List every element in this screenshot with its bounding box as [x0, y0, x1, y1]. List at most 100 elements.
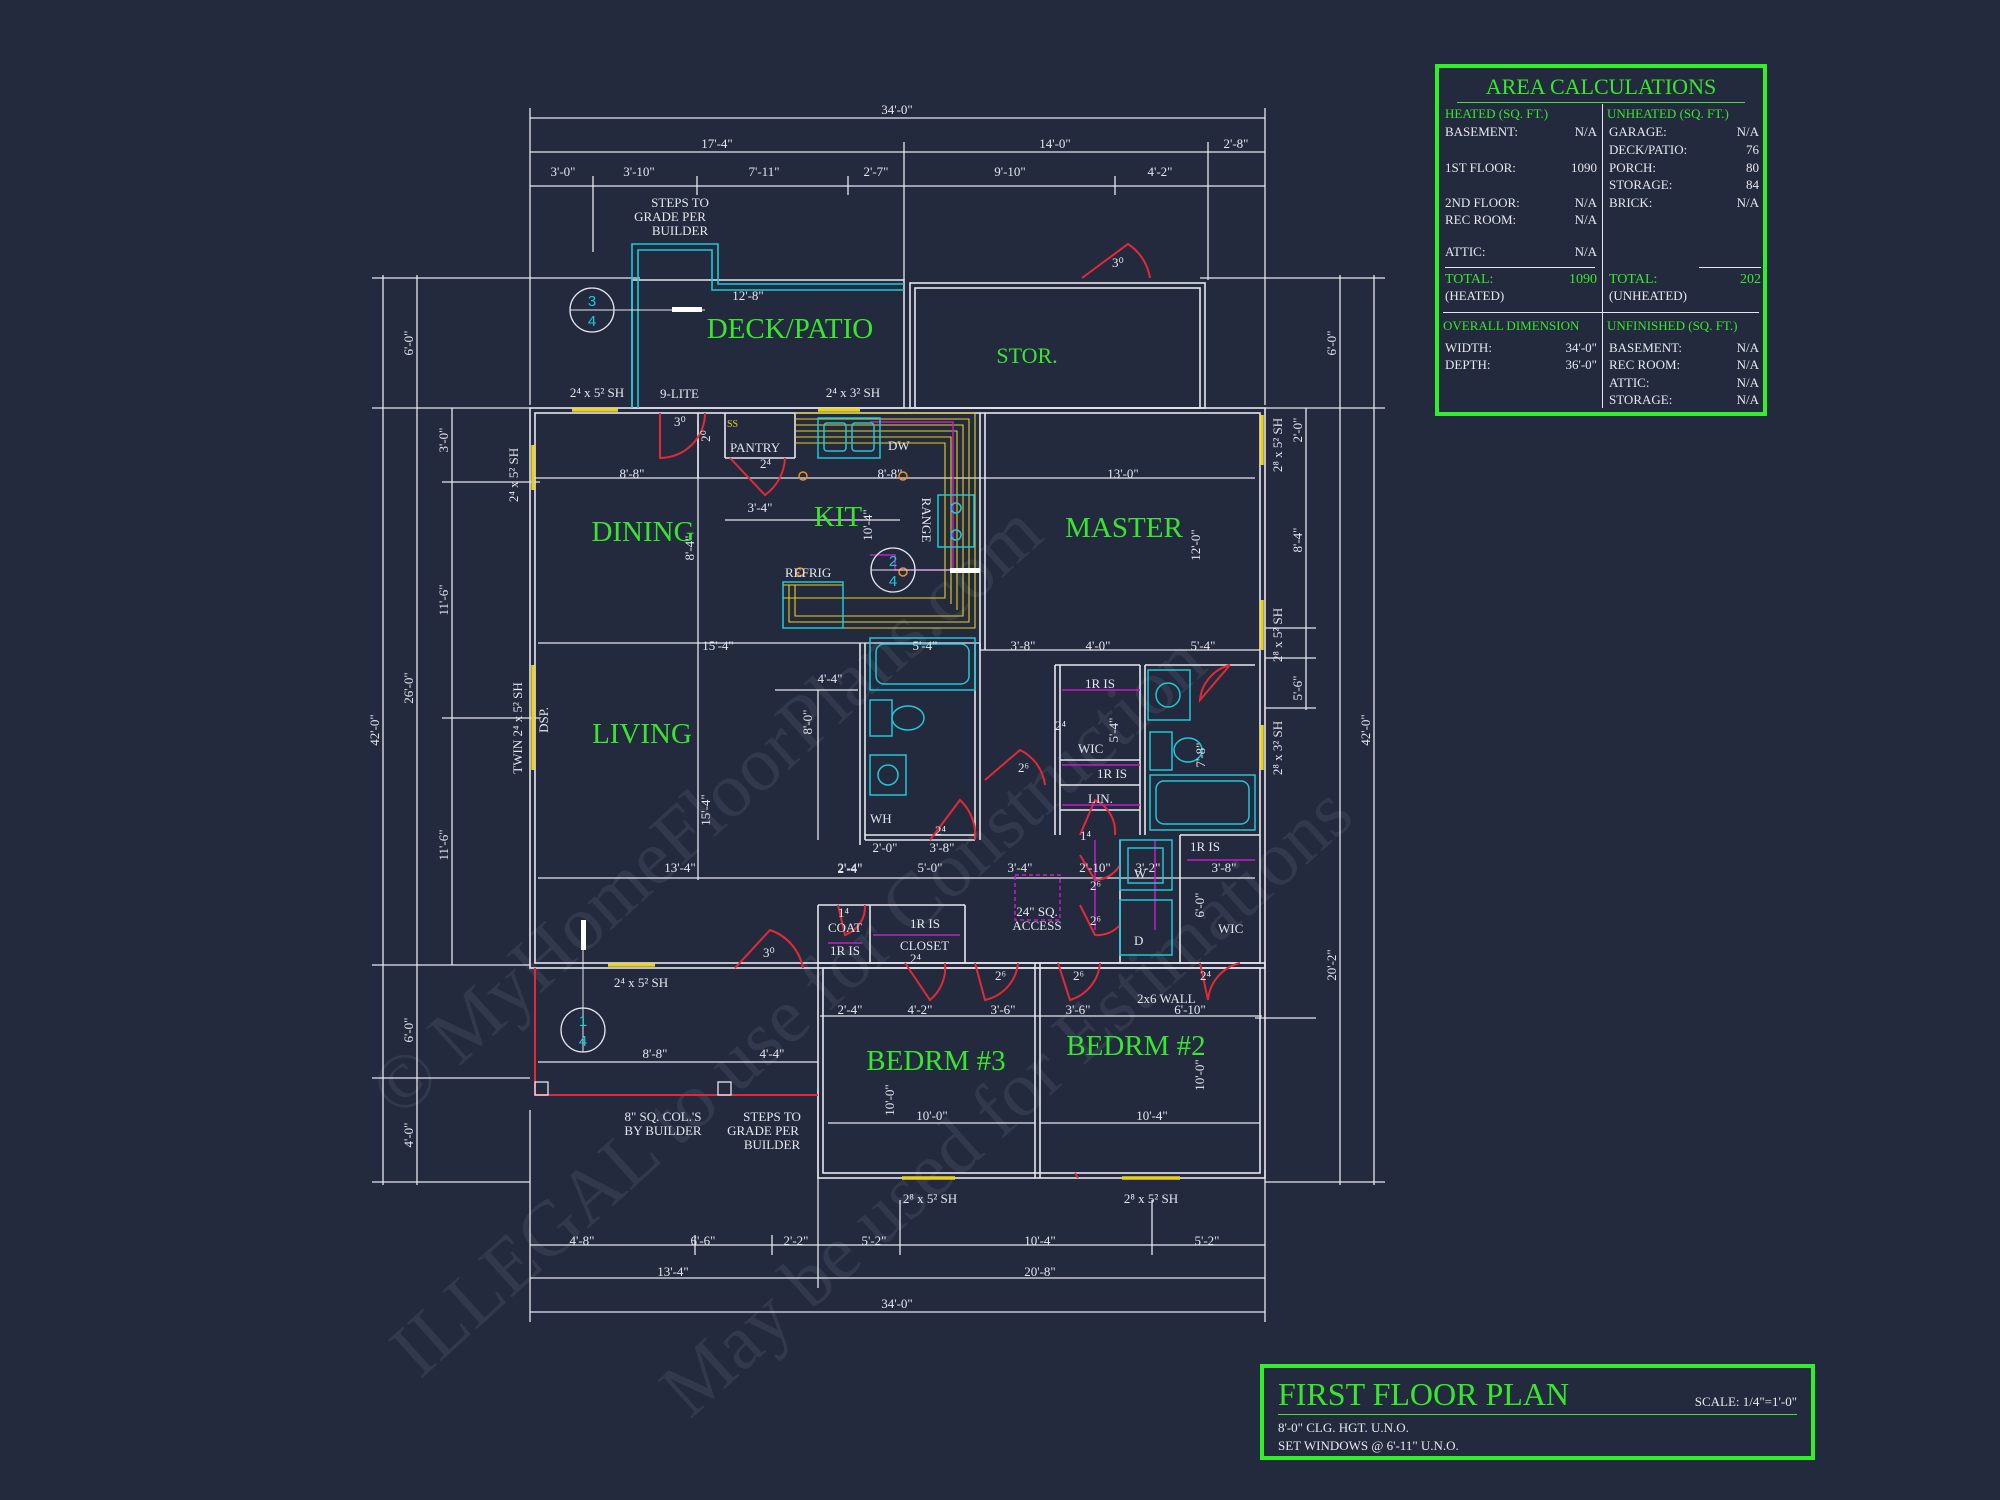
windows: [531, 408, 1264, 1180]
section-marker-2-top: 2: [889, 553, 897, 570]
unheated-total-label: TOTAL:: [1609, 272, 1658, 287]
note-access-2: ACCESS: [1012, 918, 1061, 933]
unheated-total-sub: (UNHEATED): [1609, 288, 1687, 303]
dim-left-r2-4: 4'-0": [401, 1123, 416, 1148]
note-steps-top-3: BUILDER: [652, 223, 709, 238]
door-label-16: 2⁴: [1200, 968, 1212, 983]
door-label-3: 3⁰: [1112, 255, 1124, 270]
door-label-2: 2⁴: [760, 456, 772, 471]
window-label-5: 2⁴ x 5² SH: [614, 975, 668, 990]
section-marker-3-bottom: 4: [579, 1033, 587, 1050]
label-dishwasher: DW: [888, 438, 910, 453]
overall-width-label: WIDTH:: [1445, 340, 1492, 355]
door-label-15: 1⁴: [838, 905, 850, 920]
deck-steps: [631, 243, 904, 408]
dim-left-r3-1: 3'-0": [436, 428, 451, 453]
dim-wic2-depth: 6'-0": [1192, 893, 1207, 918]
dim-top-3: 2'-8": [1224, 136, 1249, 151]
heated-basement-value: N/A: [1574, 124, 1597, 139]
dim-bottom-r1-5: 10'-4": [1024, 1233, 1055, 1248]
heated-basement-label: BASEMENT:: [1445, 124, 1519, 139]
dim-bed3-right: 3'-6": [991, 1002, 1016, 1017]
label-closet: CLOSET: [900, 938, 949, 953]
room-label-kitchen: KIT: [814, 501, 863, 533]
dim-left-r2-1: 6'-0": [401, 331, 416, 356]
unheated-deck-value: 76: [1746, 142, 1759, 157]
door-label-13: 3⁰: [763, 945, 775, 960]
unheated-garage-label: GARAGE:: [1609, 124, 1667, 139]
dim-bottom-r1-1: 4'-8": [570, 1233, 595, 1248]
window-label-9: 2⁸ x 5² SH: [1270, 608, 1285, 662]
heated-total-value: 1090: [1569, 272, 1597, 287]
dim-bath-depth: 8'-0": [800, 710, 815, 735]
unfinished-attic-value: N/A: [1736, 375, 1759, 390]
overall-width-value: 34'-0": [1565, 340, 1597, 355]
section-marker-1-bottom: 4: [588, 313, 596, 330]
door-label-5: 2⁴: [935, 823, 947, 838]
area-section-rule: [1443, 312, 1759, 313]
heated-1st-value: 1090: [1571, 160, 1597, 175]
dim-bottom-r1-6: 5'-2": [1195, 1233, 1220, 1248]
dim-bottom-r2-2: 20'-8": [1024, 1264, 1055, 1279]
label-shelf-3: 1R IS: [1190, 839, 1220, 854]
unheated-storage-label: STORAGE:: [1609, 177, 1673, 192]
plan-title: FIRST FLOOR PLAN: [1278, 1376, 1570, 1412]
dim-left-r3-3: 11'-6": [436, 830, 451, 861]
label-shelf-1: 1R IS: [1085, 676, 1115, 691]
dim-right-r3-2: 8'-4": [1290, 528, 1305, 553]
note-steps-top-1: STEPS TO: [651, 195, 709, 210]
unheated-brick-value: N/A: [1736, 195, 1759, 210]
dim-bath-bottom: 3'-8": [930, 840, 955, 855]
dim-laundry-width: 2'-10": [1079, 860, 1110, 875]
label-range: RANGE: [919, 498, 934, 543]
dim-bottom-r2-1: 13'-4": [657, 1264, 688, 1279]
window-label-8: 2⁸ x 5² SH: [1270, 418, 1285, 472]
dim-bed2-left: 3'-6": [1066, 1002, 1091, 1017]
dim-top-r3-3: 7'-11": [749, 164, 780, 179]
dim-wd-width: 3'-2": [1136, 860, 1161, 875]
note-steps-bot-2: GRADE PER: [727, 1123, 799, 1138]
dim-mbath-width: 5'-4": [1191, 638, 1216, 653]
label-water-heater: WH: [870, 811, 892, 826]
dim-nook: 4'-4": [818, 671, 843, 686]
dim-porch-right: 4'-4": [760, 1046, 785, 1061]
dim-top-r3-2: 3'-10": [623, 164, 654, 179]
dim-right-r3-3: 5'-6": [1290, 676, 1305, 701]
unheated-total-value: 202: [1740, 272, 1761, 287]
dim-left-r3-2: 11'-6": [436, 585, 451, 616]
dim-linen-width: 2'-0": [873, 840, 898, 855]
section-marker-2-bottom: 4: [889, 573, 897, 590]
dim-bed3-left: 2'-4": [838, 1002, 863, 1017]
overall-dimension-header: OVERALL DIMENSION: [1443, 318, 1580, 333]
door-label-14: 2⁰: [698, 430, 713, 442]
dim-bed3-width: 10'-0": [916, 1108, 947, 1123]
overall-depth-value: 36'-0": [1565, 357, 1597, 372]
label-shelf-4: 1R IS: [830, 943, 860, 958]
heated-2nd-value: N/A: [1574, 195, 1597, 210]
note-2x6-wall: 2x6 WALL: [1137, 991, 1196, 1006]
door-label-12: 2⁴: [1055, 718, 1067, 733]
label-wic-2: WIC: [1218, 921, 1243, 936]
dim-living-depth: 15'-4": [698, 794, 713, 825]
door-label-9: 2⁶: [1073, 968, 1084, 983]
dim-coat-width: 2'-4": [838, 860, 863, 875]
label-refrigerator: REFRIG: [785, 565, 831, 580]
heated-total-sub: (HEATED): [1445, 288, 1505, 303]
dim-top-1: 17'-4": [701, 136, 732, 151]
unheated-porch-label: PORCH:: [1609, 160, 1656, 175]
heated-rec-label: REC ROOM:: [1445, 212, 1517, 227]
dim-right-r2-2: 20'-2": [1324, 949, 1339, 980]
door-label-1: 3⁰: [674, 414, 686, 429]
window-label-4: TWIN 2⁴ x 5² SH: [510, 682, 525, 773]
dim-closet-width: 5'-0": [918, 860, 943, 875]
heated-rec-value: N/A: [1574, 212, 1597, 227]
dim-right-overall: 42'-0": [1358, 714, 1373, 745]
unheated-garage-value: N/A: [1736, 124, 1759, 139]
room-label-deck: DECK/PATIO: [707, 313, 874, 345]
label-coat: COAT: [828, 920, 862, 935]
room-label-storage: STOR.: [996, 343, 1057, 368]
heated-total-label: TOTAL:: [1445, 272, 1494, 287]
heated-1st-label: 1ST FLOOR:: [1445, 160, 1516, 175]
section-markers: 3 4 2 4 1 4: [560, 287, 980, 1053]
